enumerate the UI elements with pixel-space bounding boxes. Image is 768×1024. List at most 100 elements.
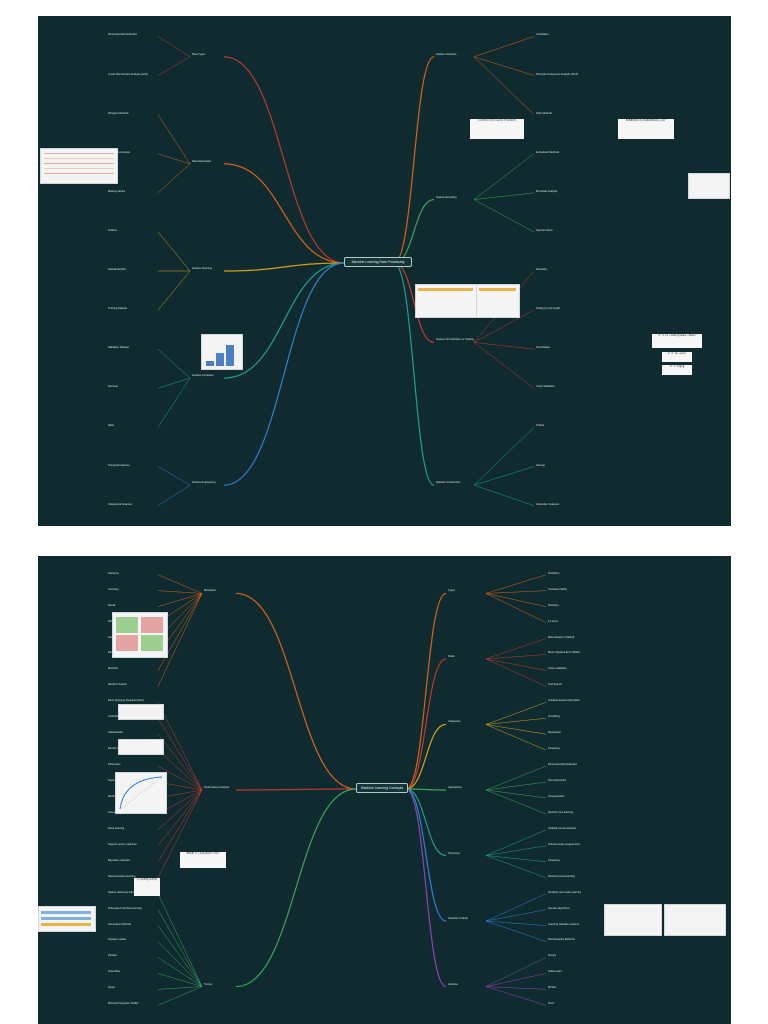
branch-tuning[interactable]: Tuning [204, 982, 212, 986]
node-test-dataset[interactable]: Test Dataset [536, 346, 551, 350]
node-popular-models[interactable]: Popular models [108, 938, 127, 942]
center-node-ml-concepts[interactable]: Machine Learning Concepts [356, 783, 408, 793]
branch-feature-normalization-or-scaling[interactable]: Feature Normalization or Scaling [436, 338, 474, 342]
node-principal-component-analysis-pca[interactable]: Principal Component Analysis (PCA) [536, 72, 579, 76]
node-ordinal[interactable]: Ordinal [536, 424, 545, 428]
sub-connector [157, 593, 203, 687]
node-precision[interactable]: Precision [548, 603, 559, 607]
node-numpy[interactable]: Numpy [548, 954, 557, 958]
node-similarity-and-metric-learning[interactable]: Similarity and metric learning [548, 890, 582, 894]
node-non-parametric[interactable]: Non-Parametric [548, 779, 567, 783]
node-sparse-dictionary-learning[interactable]: Sparse dictionary learning [108, 890, 138, 894]
node-clustering[interactable]: Clustering [548, 858, 560, 862]
node-learning-classifier-systems[interactable]: Learning classifier systems [548, 922, 580, 926]
node-f1-score[interactable]: F1 score [548, 619, 559, 623]
node-discriminative-methods[interactable]: Discriminative Methods [548, 938, 575, 942]
node-mxnet[interactable]: MXNet [548, 986, 556, 990]
node-validation-dataset[interactable]: Validation Dataset [108, 346, 129, 350]
node-representation-learning[interactable]: Representation learning [108, 874, 136, 878]
branch-feature-encoding[interactable]: Feature Encoding [436, 195, 457, 199]
node-scaling-to-unit-length[interactable]: Scaling to unit length [536, 307, 561, 311]
node-tensorflow[interactable]: Tensorflow [108, 970, 121, 974]
node-temporal-features[interactable]: Temporal Features [108, 463, 130, 467]
node-classification[interactable]: Classification [108, 731, 124, 735]
node-bi-variate-analysis[interactable]: Bi-variate Analysis [536, 189, 558, 193]
node-accuracy[interactable]: Accuracy [108, 587, 119, 591]
branch-feature-imputation[interactable]: Feature Imputation [192, 374, 214, 378]
node-gradient-based-optimization[interactable]: Gradient-based optimization [548, 699, 581, 703]
node-nominal[interactable]: Nominal [108, 385, 118, 389]
node-recall[interactable]: Recall [108, 603, 116, 607]
branch-categories[interactable]: Categories [448, 720, 461, 724]
node-parametric[interactable]: Parametric [108, 763, 121, 767]
node-decision-tree-learning[interactable]: Decision tree learning [548, 810, 574, 814]
branch-motivation[interactable]: Motivation [204, 589, 216, 593]
node-standardization[interactable]: Standardization [108, 268, 127, 271]
node-ratio[interactable]: Ratio [108, 424, 115, 428]
node-early-stopping-regularization[interactable]: Early Stopping (Regularization) [108, 699, 144, 703]
node-dimensionality-reduction[interactable]: Dimensionality Reduction [548, 763, 578, 767]
node-bias-variance-tradeoff[interactable]: Bias-Variance Tradeoff [548, 635, 575, 639]
branch-approaches[interactable]: Approaches [448, 786, 462, 789]
node-missing-values[interactable]: Missing values [108, 189, 126, 193]
node-unsupervised[interactable]: Unsupervised [548, 794, 564, 798]
branch-feature-selection[interactable]: Feature Selection [436, 52, 457, 56]
node-support-vector-machines[interactable]: Support vector machines [108, 842, 137, 846]
node-filter-methods[interactable]: Filter Methods [536, 111, 553, 115]
branch-taxonomy[interactable]: Taxonomy [448, 851, 460, 855]
sub-connector [485, 855, 547, 863]
node-confusion-matrix[interactable]: Confusion Matrix [548, 587, 568, 591]
branch-data-types[interactable]: Data Types [192, 52, 206, 56]
node-artificial-neural-networks[interactable]: Artificial neural networks [548, 826, 577, 830]
node-reinforcement-learning[interactable]: Reinforcement learning [548, 874, 575, 878]
node-generative-methods[interactable]: Generative Methods [108, 922, 132, 926]
connector-libraries [405, 788, 447, 988]
node-clustering[interactable]: Clustering [548, 747, 560, 751]
node-scikit-learn[interactable]: Scikit-Learn [548, 970, 562, 974]
node-genetic-algorithms[interactable]: Genetic algorithms [548, 906, 570, 910]
node-deep-learning[interactable]: Deep learning [108, 826, 125, 830]
node-rescaling[interactable]: Rescaling [536, 268, 548, 271]
branch-feature-cleaning[interactable]: Feature Cleaning [192, 267, 212, 270]
node-pandas[interactable]: Pandas [108, 954, 117, 958]
node-dimensionality-reduction[interactable]: Dimensionality Reduction [108, 33, 138, 37]
node-inference[interactable]: Inference [108, 571, 119, 575]
node-correlation[interactable]: Correlation [536, 33, 549, 37]
node-regression[interactable]: Regression [548, 731, 562, 735]
branch-kinds[interactable]: Kinds [448, 654, 455, 658]
node-wrapper-methods[interactable]: Wrapper Methods [108, 111, 129, 115]
branch-data-exploration[interactable]: Data Exploration [192, 159, 212, 163]
branch-feature-engineering[interactable]: Feature Engineering [192, 481, 216, 485]
node-univariate-analysis[interactable]: Univariate Analysis [108, 150, 130, 154]
node-microsoft-cognitive-toolkit[interactable]: Microsoft Cognitive Toolkit [108, 1002, 139, 1006]
node-cross-validation[interactable]: Cross-validation [548, 667, 567, 671]
node-outliers[interactable]: Outliers [108, 228, 117, 232]
node-interaction-features[interactable]: Interaction Features [536, 502, 560, 506]
node-grid-search[interactable]: Grid Search [548, 683, 562, 687]
node-underfitting[interactable]: Underfitting [108, 715, 122, 719]
node-interval[interactable]: Interval [536, 463, 545, 467]
node-embedded-methods[interactable]: Embedded Methods [536, 150, 560, 154]
node-prediction[interactable]: Prediction [548, 571, 560, 575]
branch-types[interactable]: Types [448, 589, 455, 593]
node-cross-validation[interactable]: Cross Validation [536, 385, 555, 389]
center-node-data-processing[interactable]: Machine Learning Data Processing [344, 257, 412, 267]
branch-dataset-construction[interactable]: Dataset Construction [436, 481, 461, 485]
branch-libraries[interactable]: Libraries [448, 982, 458, 986]
node-special-values[interactable]: Special values [536, 228, 553, 232]
node-training-dataset[interactable]: Training Dataset [108, 307, 127, 311]
node-mean-squared-error-mse[interactable]: Mean Squared Error (MSE) [548, 651, 580, 655]
node-rule-based-machine-learning[interactable]: Rule-based machine learning [108, 906, 142, 910]
branch-performance-analysis[interactable]: Performance Analysis [204, 786, 230, 789]
node-methods[interactable]: Methods [108, 667, 118, 671]
branch-selection-criteria[interactable]: Selection Criteria [448, 917, 468, 921]
node-torch[interactable]: Torch [548, 1002, 555, 1006]
node-keras[interactable]: Keras [108, 986, 115, 990]
node-inductive-logic-programming[interactable]: Inductive logic programming [548, 842, 581, 846]
node-linear-discriminant-analysis-lda[interactable]: Linear Discriminant Analysis (LDA) [108, 72, 148, 76]
node-random-search[interactable]: Random Search [108, 683, 127, 687]
node-overfitting[interactable]: Overfitting [548, 715, 560, 719]
node-supervised[interactable]: Supervised [108, 779, 121, 782]
node-bayesian-networks[interactable]: Bayesian networks [108, 858, 130, 862]
node-categorical-features[interactable]: Categorical Features [108, 502, 133, 506]
